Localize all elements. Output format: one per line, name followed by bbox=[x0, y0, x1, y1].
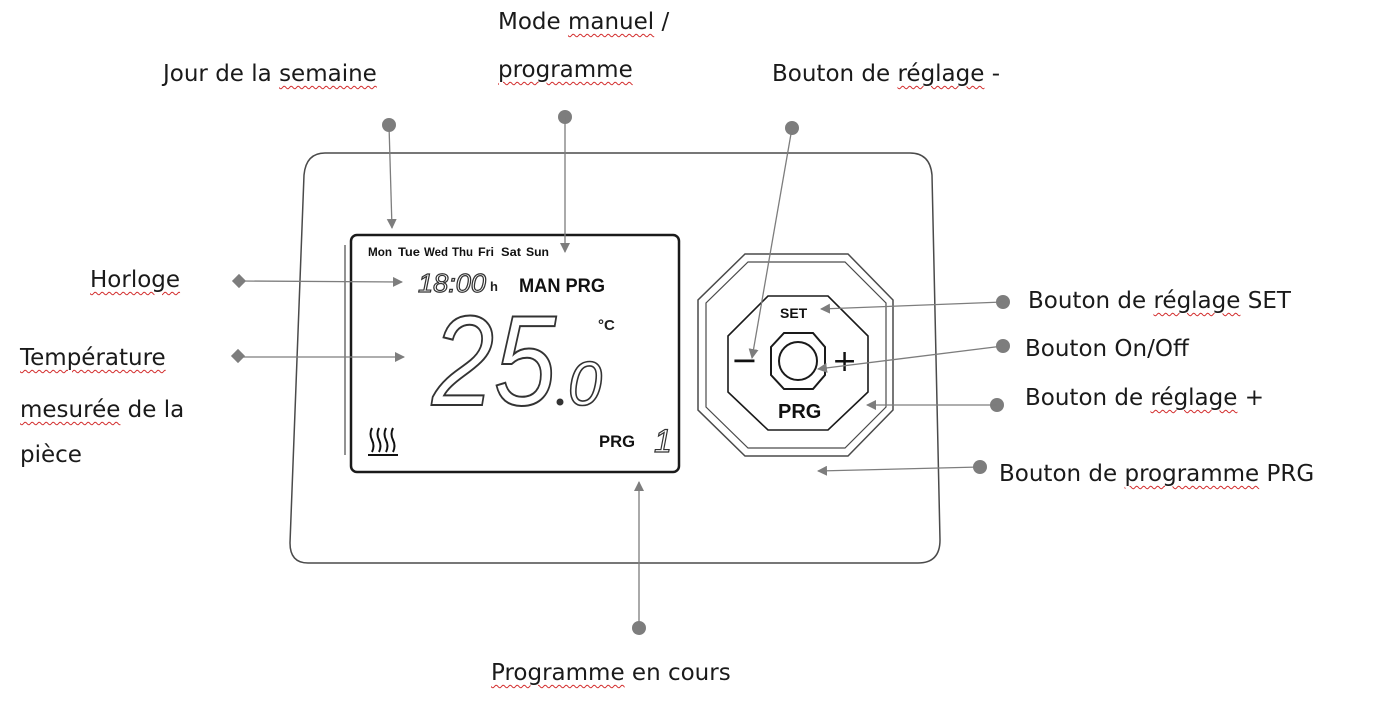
temperature-integer: 25 bbox=[431, 290, 557, 433]
callout-line-set bbox=[820, 301, 1004, 314]
label-horloge: Horloge bbox=[90, 267, 181, 293]
callout-line-minus bbox=[748, 127, 793, 359]
label-programme-en-cours: Programme en cours bbox=[491, 660, 731, 686]
clock-unit: h bbox=[490, 279, 498, 294]
label-bouton-reglage-plus: Bouton de réglage + bbox=[1025, 385, 1264, 411]
callout-line-prg bbox=[817, 465, 981, 476]
day-thu: Thu bbox=[452, 245, 473, 259]
callouts bbox=[230, 110, 1010, 635]
label-piece: pièce bbox=[20, 442, 82, 468]
plus-button[interactable]: + bbox=[832, 344, 857, 379]
label-mode-manuel: Mode manuel / bbox=[498, 9, 670, 35]
prg-button-label: PRG bbox=[778, 401, 821, 423]
keypad: SET − + PRG bbox=[697, 253, 894, 457]
label-bouton-onoff: Bouton On/Off bbox=[1025, 336, 1189, 362]
day-sun: Sun bbox=[526, 245, 549, 259]
label-mode-programme: programme bbox=[498, 57, 633, 83]
label-bouton-reglage-minus: Bouton de réglage - bbox=[772, 61, 1001, 87]
power-button[interactable] bbox=[770, 332, 826, 390]
temperature-unit: °C bbox=[598, 317, 615, 334]
callout-diamond-horloge bbox=[231, 273, 247, 289]
mode-indicator: MAN PRG bbox=[519, 276, 605, 297]
heating-icon bbox=[368, 427, 398, 456]
set-button[interactable]: SET bbox=[780, 305, 808, 321]
lcd-prg-label: PRG bbox=[599, 432, 635, 451]
decimal-point bbox=[556, 398, 564, 406]
set-button-label: SET bbox=[780, 305, 808, 321]
callout-line-horloge bbox=[239, 276, 403, 287]
callout-line-onoff bbox=[817, 345, 1004, 373]
day-fri: Fri bbox=[478, 245, 494, 259]
prg-button[interactable]: PRG bbox=[778, 401, 821, 423]
callout-diamond-temp bbox=[230, 348, 246, 364]
power-button-inner bbox=[778, 341, 818, 381]
label-bouton-set: Bouton de réglage SET bbox=[1028, 288, 1291, 314]
lcd-screen: Mon Tue Wed Thu Fri Sat Sun 18:00 h MAN … bbox=[344, 233, 681, 474]
plus-button-label: + bbox=[832, 344, 857, 379]
temperature-decimal: 0 bbox=[568, 350, 602, 419]
day-wed: Wed bbox=[424, 245, 448, 259]
clock-time: 18:00 bbox=[418, 268, 487, 298]
day-of-week-row: Mon Tue Wed Thu Fri Sat Sun bbox=[368, 245, 549, 259]
label-jour-de-la-semaine: Jour de la semaine bbox=[163, 61, 377, 87]
label-mesuree: mesurée de la bbox=[20, 397, 185, 423]
label-bouton-prg: Bouton de programme PRG bbox=[999, 461, 1315, 487]
day-sat: Sat bbox=[501, 245, 521, 259]
day-tue: Tue bbox=[398, 245, 420, 259]
callout-line-jour bbox=[386, 124, 397, 229]
label-temperature: Température bbox=[20, 345, 166, 371]
lcd-prg-number: 1 bbox=[654, 423, 672, 459]
day-mon: Mon bbox=[368, 245, 392, 259]
